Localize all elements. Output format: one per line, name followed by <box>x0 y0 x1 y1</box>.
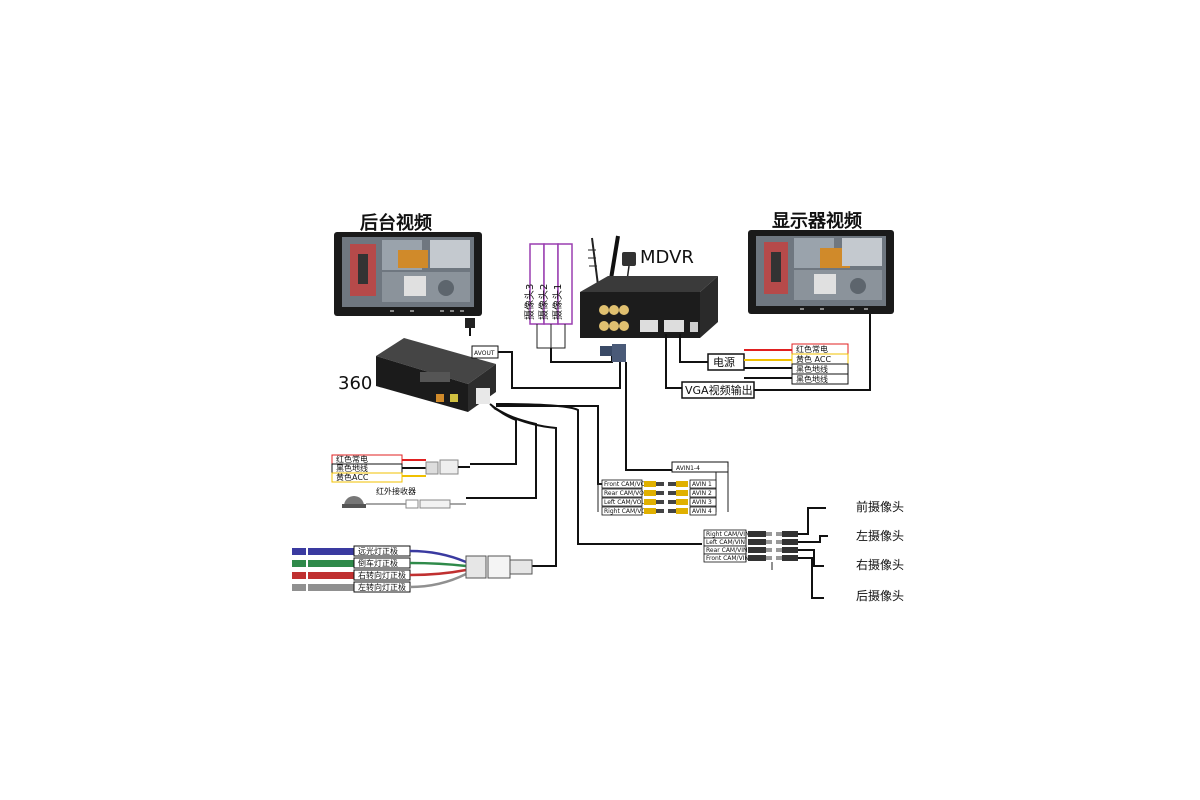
camera-rear: 后摄像头 <box>856 588 904 603</box>
power360-wire-black: 黑色地线 <box>336 463 368 473</box>
ir-receiver-label: 红外接收器 <box>376 486 416 496</box>
display-monitor <box>748 230 894 314</box>
cam-out-front: Front CAM/VOUT <box>604 481 654 488</box>
avout-link: AVOUT <box>465 318 626 389</box>
avin-3: AVIN 3 <box>692 499 712 506</box>
mdvr-title: MDVR <box>640 247 694 268</box>
avin-2: AVIN 2 <box>692 490 712 497</box>
harness-360 <box>466 403 702 567</box>
mdvr-input-1: 摄像头1 <box>551 284 564 320</box>
power-label: 电源 <box>713 355 735 369</box>
cam-out-left: Left CAM/VOUT <box>604 499 650 506</box>
camera-input-block: Right CAM/VIN Left CAM/VIN Rear CAM/VIN … <box>703 507 828 599</box>
signal-left-turn: 左转向灯正极 <box>358 582 406 592</box>
mdvr-input-2: 摄像头2 <box>537 284 550 320</box>
mdvr-wire-red: 红色常电 <box>796 344 828 354</box>
vga-output: VGA视频输出 <box>665 314 871 399</box>
cam-in-left: Left CAM/VIN <box>706 539 745 546</box>
signal-wires: 远光灯正极 倒车灯正极 右转向灯正极 左转向灯正极 <box>292 545 533 593</box>
camera-left: 左摄像头 <box>856 528 904 543</box>
avin-1: AVIN 1 <box>692 481 712 488</box>
back-video-title: 后台视频 <box>360 212 432 234</box>
back-monitor <box>334 232 482 316</box>
mdvr-unit <box>580 235 718 338</box>
cam-in-right: Right CAM/VIN <box>706 531 750 538</box>
ir-receiver: 红外接收器 <box>342 486 466 509</box>
avin-4: AVIN 4 <box>692 508 712 515</box>
mdvr-power: 电源 红色常电 黄色 ACC 黑色地线 黑色地线 <box>679 334 849 385</box>
mdvr-camera-inputs: 摄像头3 摄像头2 摄像头1 <box>523 243 614 363</box>
power360-wire-yellow: 黄色ACC <box>336 472 369 482</box>
signal-reverse: 倒车灯正极 <box>358 558 398 568</box>
mdvr-wire-black-1: 黑色地线 <box>796 364 828 374</box>
camera-front: 前摄像头 <box>856 499 904 514</box>
unit-360-title: 360 <box>338 373 372 394</box>
signal-right-turn: 右转向灯正极 <box>358 570 406 580</box>
cam-out-rear: Rear CAM/VOUT <box>604 490 652 497</box>
camera-right: 右摄像头 <box>856 557 904 572</box>
avin-block: AVIN1-4 Front CAM/VOUT Rear CAM/VOUT Lef… <box>597 461 729 516</box>
avout-label: AVOUT <box>474 350 495 357</box>
mdvr-input-3: 摄像头3 <box>523 284 536 320</box>
mdvr-wire-yellow: 黄色 ACC <box>796 354 831 364</box>
camera-list: 前摄像头 左摄像头 右摄像头 后摄像头 <box>856 499 904 603</box>
cam-in-front: Front CAM/VIN <box>706 555 749 562</box>
power360-wire-red: 红色常电 <box>336 454 368 464</box>
mdvr-wire-black-2: 黑色地线 <box>796 374 828 384</box>
unit-360 <box>376 338 496 412</box>
power-360: 红色常电 黑色地线 黄色ACC <box>331 454 470 483</box>
avin-label: AVIN1-4 <box>676 465 700 472</box>
signal-high-beam: 远光灯正极 <box>358 546 398 556</box>
vga-label: VGA视频输出 <box>685 383 753 397</box>
cam-out-right: Right CAM/VOUT <box>604 508 654 515</box>
cam-in-rear: Rear CAM/VIN <box>706 547 748 554</box>
display-video-title: 显示器视频 <box>772 210 862 232</box>
